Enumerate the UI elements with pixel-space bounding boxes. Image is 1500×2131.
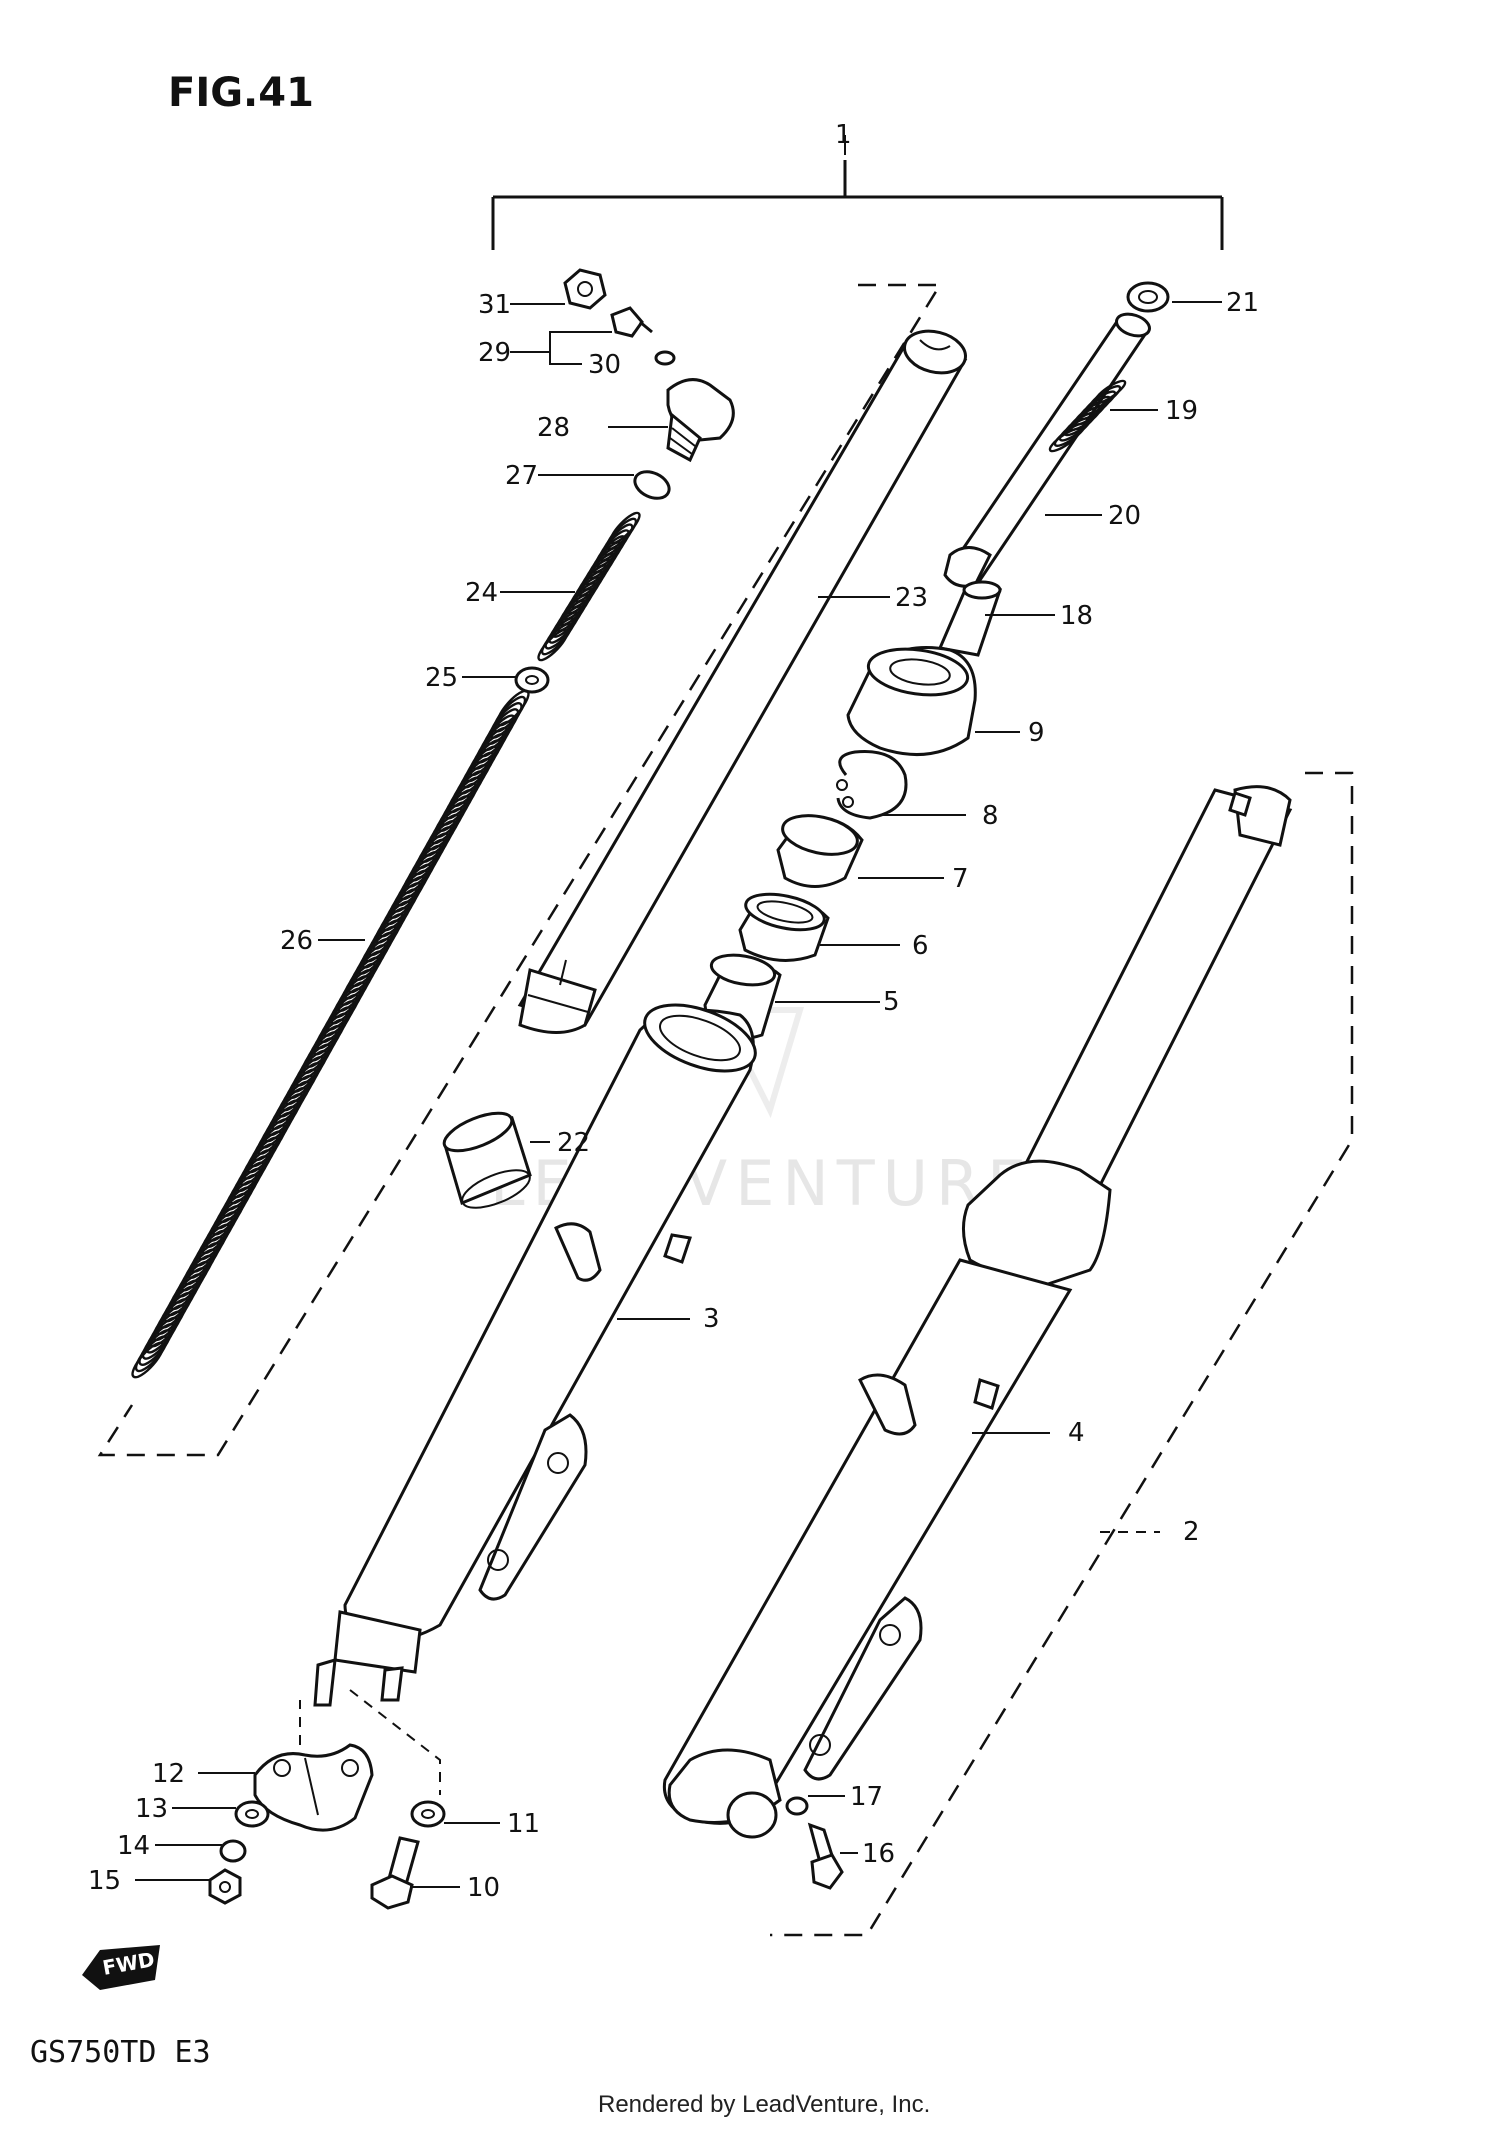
left-group-boundary (97, 283, 943, 1457)
part-3-outer-tube-left (313, 1003, 757, 1707)
guide-line-axle (349, 1689, 441, 1795)
callout-12: 12 (152, 1759, 185, 1789)
callout-9: 9 (1028, 718, 1045, 748)
spring-coil (131, 1341, 165, 1379)
part-6-retainer (738, 892, 830, 962)
callout-14: 14 (117, 1831, 150, 1861)
callout-21: 21 (1226, 288, 1259, 318)
callout-15: 15 (88, 1866, 121, 1896)
callout-7: 7 (952, 864, 969, 894)
part-27-oring (633, 470, 671, 500)
callout-24: 24 (465, 578, 498, 608)
callout-3: 3 (703, 1304, 720, 1334)
part-19-rebound-spring (1048, 379, 1127, 453)
callout-13: 13 (135, 1794, 168, 1824)
part-12-axle-holder (253, 1743, 374, 1832)
forward-arrow-icon: FWD (82, 1945, 160, 1990)
callout-labels: 1 2 3 4 5 6 7 8 9 10 11 12 13 14 15 16 1… (88, 120, 1259, 1903)
callout-17: 17 (850, 1782, 883, 1812)
callout-22: 22 (557, 1128, 590, 1158)
callout-27: 27 (505, 461, 538, 491)
callout-20: 20 (1108, 501, 1141, 531)
part-25-washer (514, 666, 550, 694)
part-24-spacer-spring (537, 511, 641, 662)
part-26-fork-spring (131, 689, 530, 1379)
part-23-inner-tube (517, 329, 968, 1034)
callout-23: 23 (895, 583, 928, 613)
part-18-spring-seat (937, 580, 1003, 657)
part-8-circlip (836, 749, 908, 820)
part-14-spring-washer (219, 1839, 247, 1863)
callout-28: 28 (537, 413, 570, 443)
callout-11: 11 (507, 1809, 540, 1839)
part-21-seal (1126, 281, 1170, 313)
callout-8: 8 (982, 801, 999, 831)
callout-5: 5 (883, 987, 900, 1017)
part-13-washer (234, 1800, 270, 1828)
part-4-outer-tube-right (662, 785, 1293, 1839)
callout-16: 16 (862, 1839, 895, 1869)
part-31-cap (563, 268, 607, 310)
spring-coil (1048, 427, 1082, 453)
callout-4: 4 (1068, 1418, 1085, 1448)
part-16-drain-bolt (807, 1822, 844, 1890)
part-11-washer (410, 1800, 446, 1828)
callout-10: 10 (467, 1873, 500, 1903)
part-20-damper-rod (943, 312, 1151, 588)
part-29-valve (610, 306, 653, 338)
callout-2: 2 (1183, 1517, 1200, 1547)
spring-coil (537, 628, 569, 662)
assembly-bracket (491, 160, 1224, 250)
figure-title: FIG.41 (168, 70, 314, 116)
footer-credit: Rendered by LeadVenture, Inc. (598, 2091, 930, 2118)
leader-lines (135, 135, 1222, 1888)
outer-tube-boundary (770, 771, 1354, 1937)
callout-26: 26 (280, 926, 313, 956)
part-10-bolt (370, 1836, 420, 1910)
part-9-dust-seal (846, 646, 977, 757)
part-15-nut (208, 1868, 242, 1905)
part-7-oil-seal (776, 814, 864, 888)
part-17-washer (785, 1796, 809, 1816)
part-30-oring (654, 350, 676, 366)
callout-31: 31 (478, 290, 511, 320)
part-22-oil-lock-piece (442, 1111, 532, 1209)
callout-25: 25 (425, 663, 458, 693)
part-28-cap-bolt (666, 378, 735, 463)
callout-6: 6 (912, 931, 929, 961)
callout-19: 19 (1165, 396, 1198, 426)
callout-1: 1 (835, 120, 852, 150)
callout-30: 30 (588, 350, 621, 380)
callout-29: 29 (478, 338, 511, 368)
callout-18: 18 (1060, 601, 1093, 631)
model-code: GS750TD E3 (30, 2035, 211, 2070)
